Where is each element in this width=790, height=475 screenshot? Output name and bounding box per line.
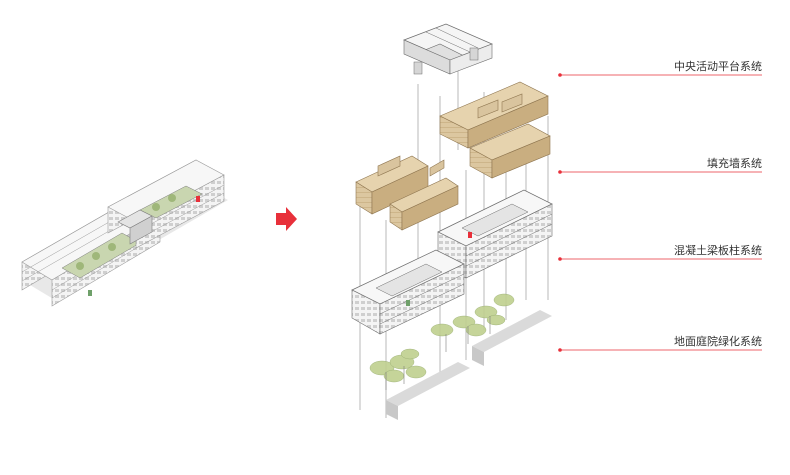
layer-infill-walls (355, 81, 551, 231)
label-concrete-frame: 混凝土梁板柱系统 (674, 244, 762, 257)
right-arrow-icon (276, 207, 297, 231)
tree-cluster-right (430, 293, 515, 337)
layer-courtyard-greenery (369, 293, 552, 420)
label-infill-wall: 填充墙系统 (707, 157, 762, 170)
layer-concrete-frame (351, 189, 553, 335)
leader-lines (558, 73, 762, 352)
label-courtyard-green: 地面庭院绿化系统 (674, 335, 762, 348)
label-central-platform: 中央活动平台系统 (674, 60, 762, 73)
layer-central-platform (403, 23, 493, 75)
tree-cluster-left (369, 348, 427, 383)
assembled-building (21, 159, 228, 307)
building-upper-wing (107, 159, 225, 249)
